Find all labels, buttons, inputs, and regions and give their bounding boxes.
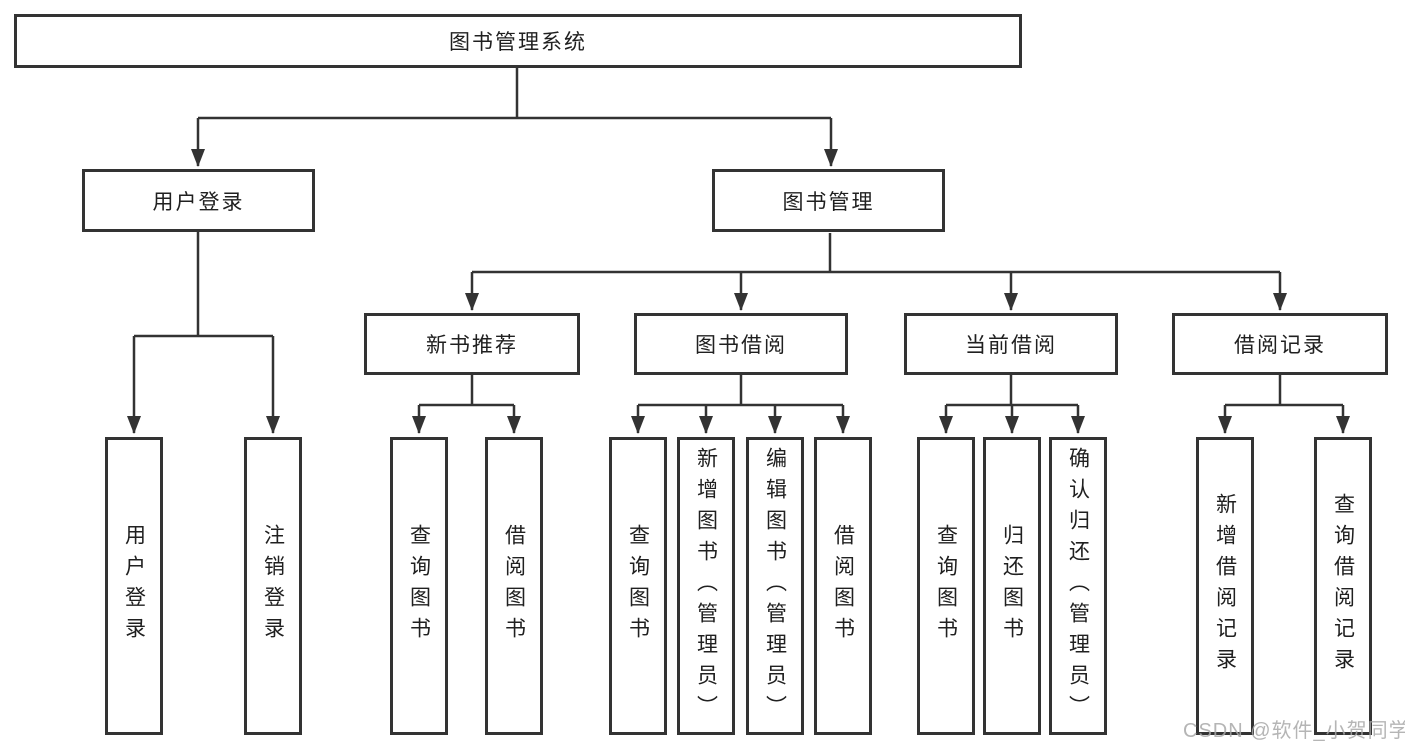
leaf-label: 查询借阅记录 xyxy=(1331,493,1355,679)
leaf-add-books-admin: 新增图书（管理员） xyxy=(677,437,735,735)
node-current-borrowing: 当前借阅 xyxy=(904,313,1118,375)
leaf-label: 用户登录 xyxy=(122,524,146,648)
node-borrowing-records: 借阅记录 xyxy=(1172,313,1388,375)
leaf-label: 新增借阅记录 xyxy=(1213,493,1237,679)
leaf-label: 编辑图书（管理员） xyxy=(763,446,787,726)
leaf-add-borrow-record: 新增借阅记录 xyxy=(1196,437,1254,735)
leaf-label: 查询图书 xyxy=(407,524,431,648)
node-new-book-recommendation: 新书推荐 xyxy=(364,313,580,375)
leaf-edit-books-admin: 编辑图书（管理员） xyxy=(746,437,804,735)
node-library-management-system: 图书管理系统 xyxy=(14,14,1022,68)
leaf-label: 查询图书 xyxy=(934,524,958,648)
leaf-label: 注销登录 xyxy=(261,524,285,648)
leaf-query-borrow-record: 查询借阅记录 xyxy=(1314,437,1372,735)
leaf-logout: 注销登录 xyxy=(244,437,302,735)
leaf-label: 借阅图书 xyxy=(831,524,855,648)
node-user-login: 用户登录 xyxy=(82,169,315,232)
leaf-label: 借阅图书 xyxy=(502,524,526,648)
leaf-label: 确认归还（管理员） xyxy=(1066,446,1090,726)
leaf-label: 新增图书（管理员） xyxy=(694,446,718,726)
leaf-label: 归还图书 xyxy=(1000,524,1024,648)
leaf-borrow-books: 借阅图书 xyxy=(814,437,872,735)
leaf-user-login: 用户登录 xyxy=(105,437,163,735)
leaf-return-books: 归还图书 xyxy=(983,437,1041,735)
leaf-query-books-borrow: 查询图书 xyxy=(609,437,667,735)
leaf-query-books-current: 查询图书 xyxy=(917,437,975,735)
node-book-borrowing: 图书借阅 xyxy=(634,313,848,375)
node-book-management: 图书管理 xyxy=(712,169,945,232)
leaf-confirm-return-admin: 确认归还（管理员） xyxy=(1049,437,1107,735)
leaf-query-books-recommend: 查询图书 xyxy=(390,437,448,735)
leaf-label: 查询图书 xyxy=(626,524,650,648)
leaf-borrow-books-recommend: 借阅图书 xyxy=(485,437,543,735)
csdn-watermark: CSDN @软件_小贺同学 xyxy=(1183,720,1405,742)
